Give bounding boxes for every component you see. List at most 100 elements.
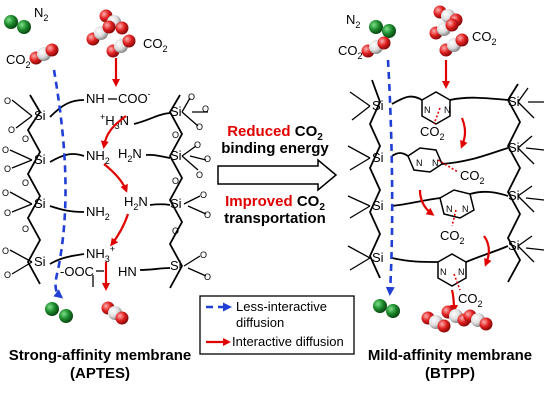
right-caption-line1: Mild-affinity membrane [368, 347, 532, 364]
left-co2-label-a: CO2 [6, 52, 31, 70]
legend-red-line: Interactive diffusion [232, 334, 344, 349]
left-chain-2 [133, 112, 171, 125]
left-blue-diffusion-path [52, 69, 67, 299]
left-nh-label: NH [86, 91, 105, 106]
left-hn-label: HN [118, 264, 137, 279]
left-nh2-label-2: NH2 [86, 204, 110, 222]
right-si-6: Si [508, 140, 520, 155]
legend-blue-line1: Less-interactive [236, 299, 327, 314]
right-interaction-4 [453, 273, 461, 291]
left-chain-4 [145, 153, 171, 159]
right-co2-label-a: CO2 [338, 43, 363, 61]
left-co2-molecule-c [86, 20, 116, 46]
left-o-8: O [4, 270, 11, 280]
left-o-18: O [200, 190, 207, 200]
left-si-4: Si [34, 254, 46, 269]
left-si-2: Si [34, 152, 46, 167]
left-o-17: O [196, 170, 203, 180]
right-red-arrow-4 [483, 235, 492, 267]
right-bottom-co2-molecule-b [441, 305, 471, 327]
svg-text:N: N [424, 105, 431, 115]
right-co2-label-b: CO2 [472, 29, 497, 47]
left-h3n-label: +H3N [100, 112, 129, 131]
improved-transport-line1: Improved CO2 [225, 193, 325, 213]
left-bottom-co2-molecule [101, 301, 129, 325]
right-interaction-3 [451, 209, 457, 227]
right-bound-co2-3: CO2 [440, 228, 465, 246]
left-o-3: O [2, 145, 9, 155]
left-o-12: O [188, 92, 195, 102]
left-nh3-label: NH3+ [86, 244, 115, 264]
left-o-2: O [8, 125, 15, 135]
svg-text:N: N [416, 158, 423, 168]
left-o-13: O [202, 104, 209, 114]
left-o-21: O [204, 272, 211, 282]
right-interaction-1 [433, 107, 441, 125]
right-n2-label: N2 [346, 12, 360, 30]
left-o-6: O [4, 208, 11, 218]
svg-text:N: N [432, 158, 439, 168]
left-n2-molecule [4, 15, 31, 34]
left-o-20: O [200, 250, 207, 260]
left-o-22: O [172, 130, 179, 140]
left-o-24: O [172, 226, 179, 236]
right-bottom-co2-molecule-a [421, 311, 451, 333]
right-si-2: Si [372, 150, 384, 165]
right-red-arrow-3 [418, 189, 435, 216]
left-caption-line2: (APTES) [70, 365, 130, 382]
right-bound-co2-1: CO2 [420, 124, 445, 142]
left-caption-line1: Strong-affinity membrane [9, 347, 192, 364]
left-chain-7 [49, 253, 85, 265]
improved-transport-line2: transportation [224, 210, 326, 227]
svg-text:N: N [444, 105, 451, 115]
pyrimidine-ring-4: N N [391, 245, 509, 287]
left-o-9: O [22, 134, 29, 144]
right-silica-column-b [506, 83, 545, 283]
right-co2-molecule-d [439, 33, 469, 57]
left-h2n-label-1: H2N [118, 146, 142, 164]
right-si-1: Si [372, 98, 384, 113]
left-red-arrow-4 [110, 213, 130, 247]
left-co2-molecule-d [106, 34, 136, 58]
left-si-7: Si [170, 196, 182, 211]
left-o-11: O [22, 224, 29, 234]
left-red-arrow-3 [103, 163, 128, 193]
right-n2-molecule [369, 20, 396, 38]
right-red-arrow-5 [449, 289, 458, 313]
pyrimidine-ring-2: N N [391, 147, 509, 173]
left-si-3: Si [34, 196, 46, 211]
right-co2-molecule-c [429, 18, 459, 40]
legend-box: Less-interactive diffusion Interactive d… [199, 295, 355, 355]
legend-blue-line2: diffusion [236, 315, 284, 330]
left-o-15: O [194, 140, 201, 150]
right-blue-diffusion-path [385, 59, 395, 296]
svg-text:N: N [446, 204, 453, 214]
left-nh2-label-1: NH2 [86, 148, 110, 166]
middle-panel: Reduced CO2 binding energy Improved CO2 … [217, 123, 338, 227]
left-n2-label: N2 [34, 5, 48, 23]
svg-text:N: N [462, 204, 469, 214]
right-caption-line2: (BTPP) [425, 365, 475, 382]
right-si-4: Si [372, 250, 384, 265]
right-si-3: Si [372, 198, 384, 213]
left-o-4: O [4, 164, 11, 174]
pyrimidine-ring-3: N N [391, 189, 509, 219]
left-chain-6 [149, 203, 171, 206]
left-o-23: O [172, 176, 179, 186]
left-silica-column-b [168, 94, 208, 289]
left-bottom-n2-molecule [45, 302, 73, 323]
left-o-5: O [2, 188, 9, 198]
left-o-14: O [196, 122, 203, 132]
right-bottom-n2-molecule [373, 299, 400, 318]
left-chain-1 [49, 99, 85, 118]
left-co2-molecule-a [29, 43, 59, 65]
left-panel: N2 CO2 CO2 S [2, 5, 211, 382]
reduced-binding-line2: binding energy [221, 140, 329, 157]
right-bound-co2-2: CO2 [460, 168, 485, 186]
transition-arrow [217, 158, 338, 192]
right-co2-molecule-a [361, 36, 391, 58]
left-ooc-label: -OOC [60, 264, 94, 279]
left-red-arrow-2 [100, 115, 127, 149]
right-panel: N2 CO2 CO2 [338, 5, 545, 382]
